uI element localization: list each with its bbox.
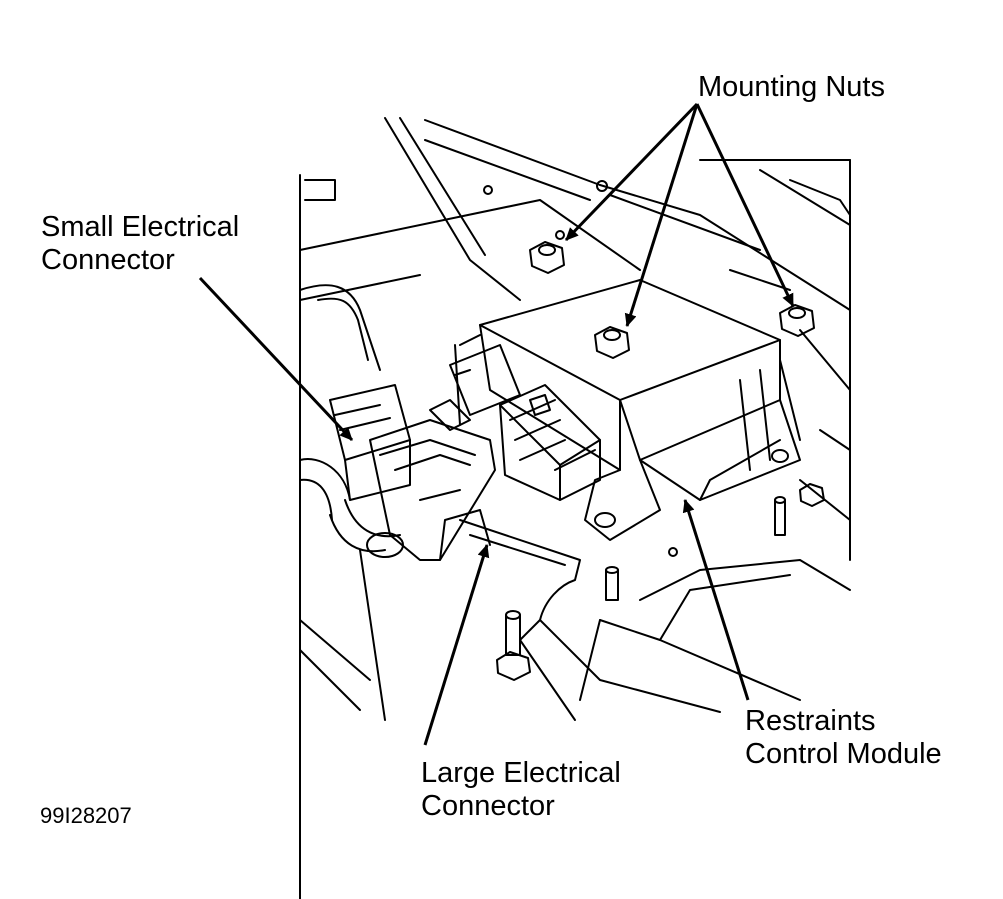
label-mounting-nuts: Mounting Nuts [698, 71, 885, 103]
vehicle-floor-structure [299, 117, 851, 899]
arrow-mounting-nut-center [624, 103, 699, 327]
arrow-mounting-nut-left [564, 102, 699, 242]
mounting-nut-center [594, 326, 630, 359]
small-connector-body [329, 384, 496, 561]
figure-code: 99I28207 [40, 803, 132, 828]
arrow-module [682, 499, 750, 701]
floor-studs [496, 483, 825, 681]
arrow-mounting-nut-right [695, 103, 795, 307]
module-housing [454, 279, 801, 541]
label-large-electrical-connector: Large Electrical Connector [421, 757, 621, 822]
wiring-harness [299, 284, 404, 558]
label-small-electrical-connector: Small Electrical Connector [41, 211, 240, 276]
mounting-nut-right [779, 304, 815, 337]
mounting-nut-left [529, 241, 565, 274]
floor-pan [299, 519, 851, 721]
large-connector-body [449, 344, 601, 501]
label-restraints-control-module: Restraints Control Module [745, 705, 942, 770]
arrow-small-connector [198, 276, 354, 442]
arrow-large-connector [423, 544, 490, 746]
